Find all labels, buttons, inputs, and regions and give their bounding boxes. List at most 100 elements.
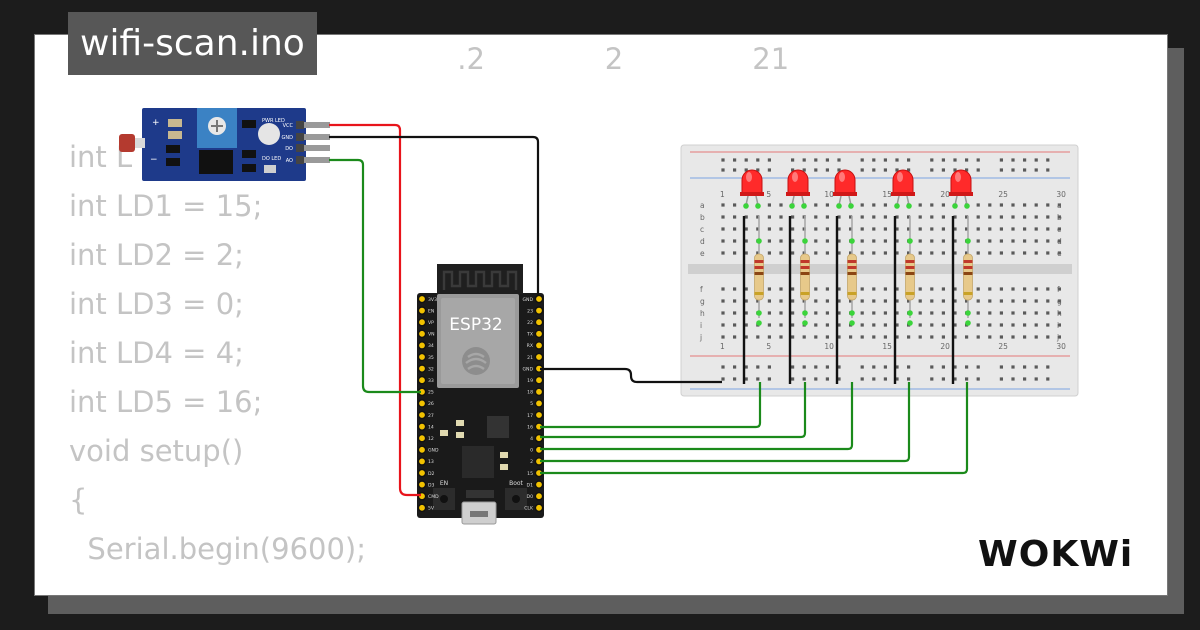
breadboard-hole[interactable] <box>767 239 771 243</box>
breadboard-hole[interactable] <box>1023 251 1027 255</box>
breadboard-hole[interactable] <box>988 239 992 243</box>
breadboard-hole[interactable] <box>1023 335 1027 339</box>
breadboard-hole[interactable] <box>744 168 748 172</box>
breadboard-hole[interactable] <box>721 251 725 255</box>
breadboard-hole[interactable] <box>860 203 864 207</box>
breadboard-hole[interactable] <box>907 227 911 231</box>
breadboard-hole[interactable] <box>988 251 992 255</box>
breadboard-hole[interactable] <box>767 365 771 369</box>
breadboard-hole[interactable] <box>733 215 737 219</box>
breadboard-hole[interactable] <box>825 377 829 381</box>
breadboard-hole[interactable] <box>930 251 934 255</box>
breadboard-hole[interactable] <box>976 168 980 172</box>
breadboard-hole[interactable] <box>883 215 887 219</box>
breadboard-hole[interactable] <box>918 323 922 327</box>
breadboard-hole[interactable] <box>883 203 887 207</box>
resistor-3[interactable] <box>847 216 857 318</box>
breadboard-hole[interactable] <box>1011 251 1015 255</box>
breadboard-hole[interactable] <box>941 227 945 231</box>
breadboard-hole[interactable] <box>1034 215 1038 219</box>
breadboard-hole[interactable] <box>860 299 864 303</box>
breadboard-hole[interactable] <box>791 299 795 303</box>
esp32-pin-4[interactable] <box>534 433 544 443</box>
breadboard-hole[interactable] <box>907 377 911 381</box>
breadboard-hole[interactable] <box>895 377 899 381</box>
breadboard-hole[interactable] <box>837 239 841 243</box>
breadboard-hole[interactable] <box>941 335 945 339</box>
breadboard-hole[interactable] <box>1023 158 1027 162</box>
breadboard-hole[interactable] <box>860 377 864 381</box>
breadboard-hole[interactable] <box>733 168 737 172</box>
breadboard-hole[interactable] <box>1023 377 1027 381</box>
breadboard-hole[interactable] <box>802 299 806 303</box>
breadboard-hole[interactable] <box>814 251 818 255</box>
breadboard-hole[interactable] <box>733 377 737 381</box>
breadboard-hole[interactable] <box>849 299 853 303</box>
breadboard-hole[interactable] <box>1023 287 1027 291</box>
breadboard-hole[interactable] <box>814 203 818 207</box>
breadboard-hole[interactable] <box>721 287 725 291</box>
breadboard-hole[interactable] <box>883 239 887 243</box>
esp32-pin-3V3[interactable] <box>417 294 427 304</box>
breadboard-hole[interactable] <box>895 365 899 369</box>
breadboard-hole[interactable] <box>1057 323 1061 327</box>
breadboard-hole[interactable] <box>791 239 795 243</box>
esp32-pin-18[interactable] <box>534 387 544 397</box>
sensor-pin-ao[interactable] <box>296 157 330 163</box>
breadboard-hole[interactable] <box>825 299 829 303</box>
esp32-pin-D1[interactable] <box>534 480 544 489</box>
breadboard-hole[interactable] <box>860 365 864 369</box>
breadboard-hole[interactable] <box>1057 299 1061 303</box>
esp32-pin-RX[interactable] <box>534 341 544 350</box>
breadboard-hole[interactable] <box>767 203 771 207</box>
breadboard-hole[interactable] <box>872 227 876 231</box>
breadboard-hole[interactable] <box>1046 158 1050 162</box>
breadboard-hole[interactable] <box>941 323 945 327</box>
esp32-pin-26[interactable] <box>417 399 427 408</box>
breadboard-hole[interactable] <box>733 239 737 243</box>
breadboard-hole[interactable] <box>1034 168 1038 172</box>
breadboard-hole[interactable] <box>837 251 841 255</box>
breadboard-hole[interactable] <box>814 323 818 327</box>
breadboard-hole[interactable] <box>756 365 760 369</box>
breadboard-hole[interactable] <box>988 323 992 327</box>
breadboard-hole[interactable] <box>930 365 934 369</box>
breadboard-hole[interactable] <box>965 215 969 219</box>
breadboard-hole[interactable] <box>779 323 783 327</box>
breadboard-hole[interactable] <box>907 251 911 255</box>
breadboard-hole[interactable] <box>802 158 806 162</box>
breadboard-hole[interactable] <box>1023 227 1027 231</box>
breadboard-hole[interactable] <box>837 168 841 172</box>
breadboard-hole[interactable] <box>837 335 841 339</box>
breadboard-hole[interactable] <box>1011 311 1015 315</box>
breadboard-hole[interactable] <box>999 311 1003 315</box>
breadboard-hole[interactable] <box>791 215 795 219</box>
sensor-pin-vcc[interactable] <box>296 122 330 128</box>
breadboard-hole[interactable] <box>953 227 957 231</box>
breadboard-hole[interactable] <box>1046 251 1050 255</box>
breadboard-hole[interactable] <box>941 203 945 207</box>
wires[interactable] <box>329 123 969 497</box>
breadboard-hole[interactable] <box>883 377 887 381</box>
breadboard-hole[interactable] <box>1034 251 1038 255</box>
breadboard-hole[interactable] <box>965 227 969 231</box>
breadboard-hole[interactable] <box>779 239 783 243</box>
esp32-pin-5V[interactable] <box>417 503 427 513</box>
breadboard-hole[interactable] <box>999 377 1003 381</box>
breadboard-hole[interactable] <box>953 168 957 172</box>
breadboard-hole[interactable] <box>1046 335 1050 339</box>
breadboard-hole[interactable] <box>976 335 980 339</box>
breadboard-hole[interactable] <box>1034 323 1038 327</box>
breadboard-hole[interactable] <box>733 365 737 369</box>
breadboard-hole[interactable] <box>721 323 725 327</box>
breadboard-hole[interactable] <box>1034 203 1038 207</box>
breadboard-hole[interactable] <box>976 203 980 207</box>
breadboard-hole[interactable] <box>1046 287 1050 291</box>
wire-ao[interactable] <box>329 158 421 394</box>
breadboard-hole[interactable] <box>999 365 1003 369</box>
breadboard-hole[interactable] <box>1034 299 1038 303</box>
led-5[interactable] <box>949 169 973 206</box>
